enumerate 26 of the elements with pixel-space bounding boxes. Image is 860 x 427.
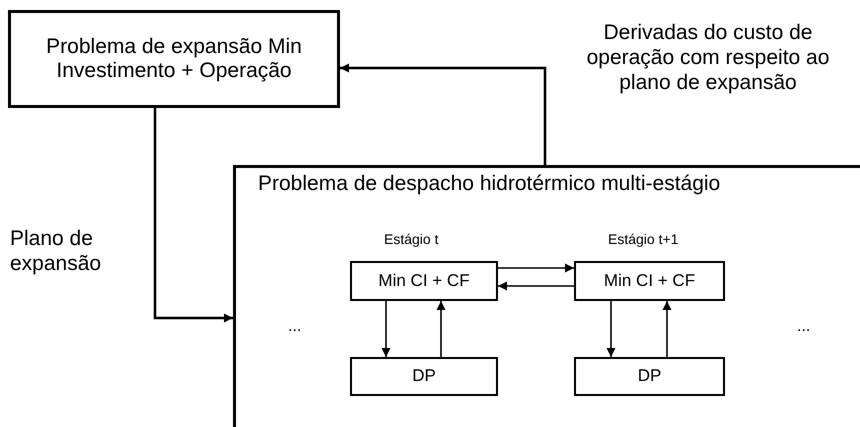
process-box [350, 357, 498, 396]
arrow [498, 282, 574, 290]
arrow [154, 108, 233, 322]
subproblem-panel [233, 165, 860, 427]
process-box [574, 357, 725, 396]
arrow [382, 301, 390, 357]
box-label: DP [638, 367, 662, 386]
arrow [340, 64, 546, 165]
edge-label: Derivadas do custo de operação com respeito ao plano de expansão [586, 20, 830, 96]
panel-heading: Problema de despacho hidrotérmico multi-estágio [258, 172, 720, 196]
process-box [574, 261, 725, 301]
ellipsis-label: ... [797, 318, 810, 336]
stage-caption: Estágio t+1 [608, 231, 678, 247]
ellipsis-label: ... [288, 318, 302, 336]
arrow [662, 301, 672, 357]
box-label: Problema de expansão Min Investimento + Operação [45, 34, 303, 84]
arrow [436, 301, 446, 357]
box-label: DP [412, 367, 436, 386]
box-label: Min CI + CF [604, 272, 696, 290]
edge-label: Plano de expansão [10, 226, 102, 276]
process-box [8, 10, 340, 108]
process-box [350, 261, 498, 301]
arrow [606, 301, 616, 357]
stage-caption: Estágio t [384, 231, 438, 247]
box-label: Min CI + CF [378, 272, 470, 290]
arrow [498, 264, 574, 272]
